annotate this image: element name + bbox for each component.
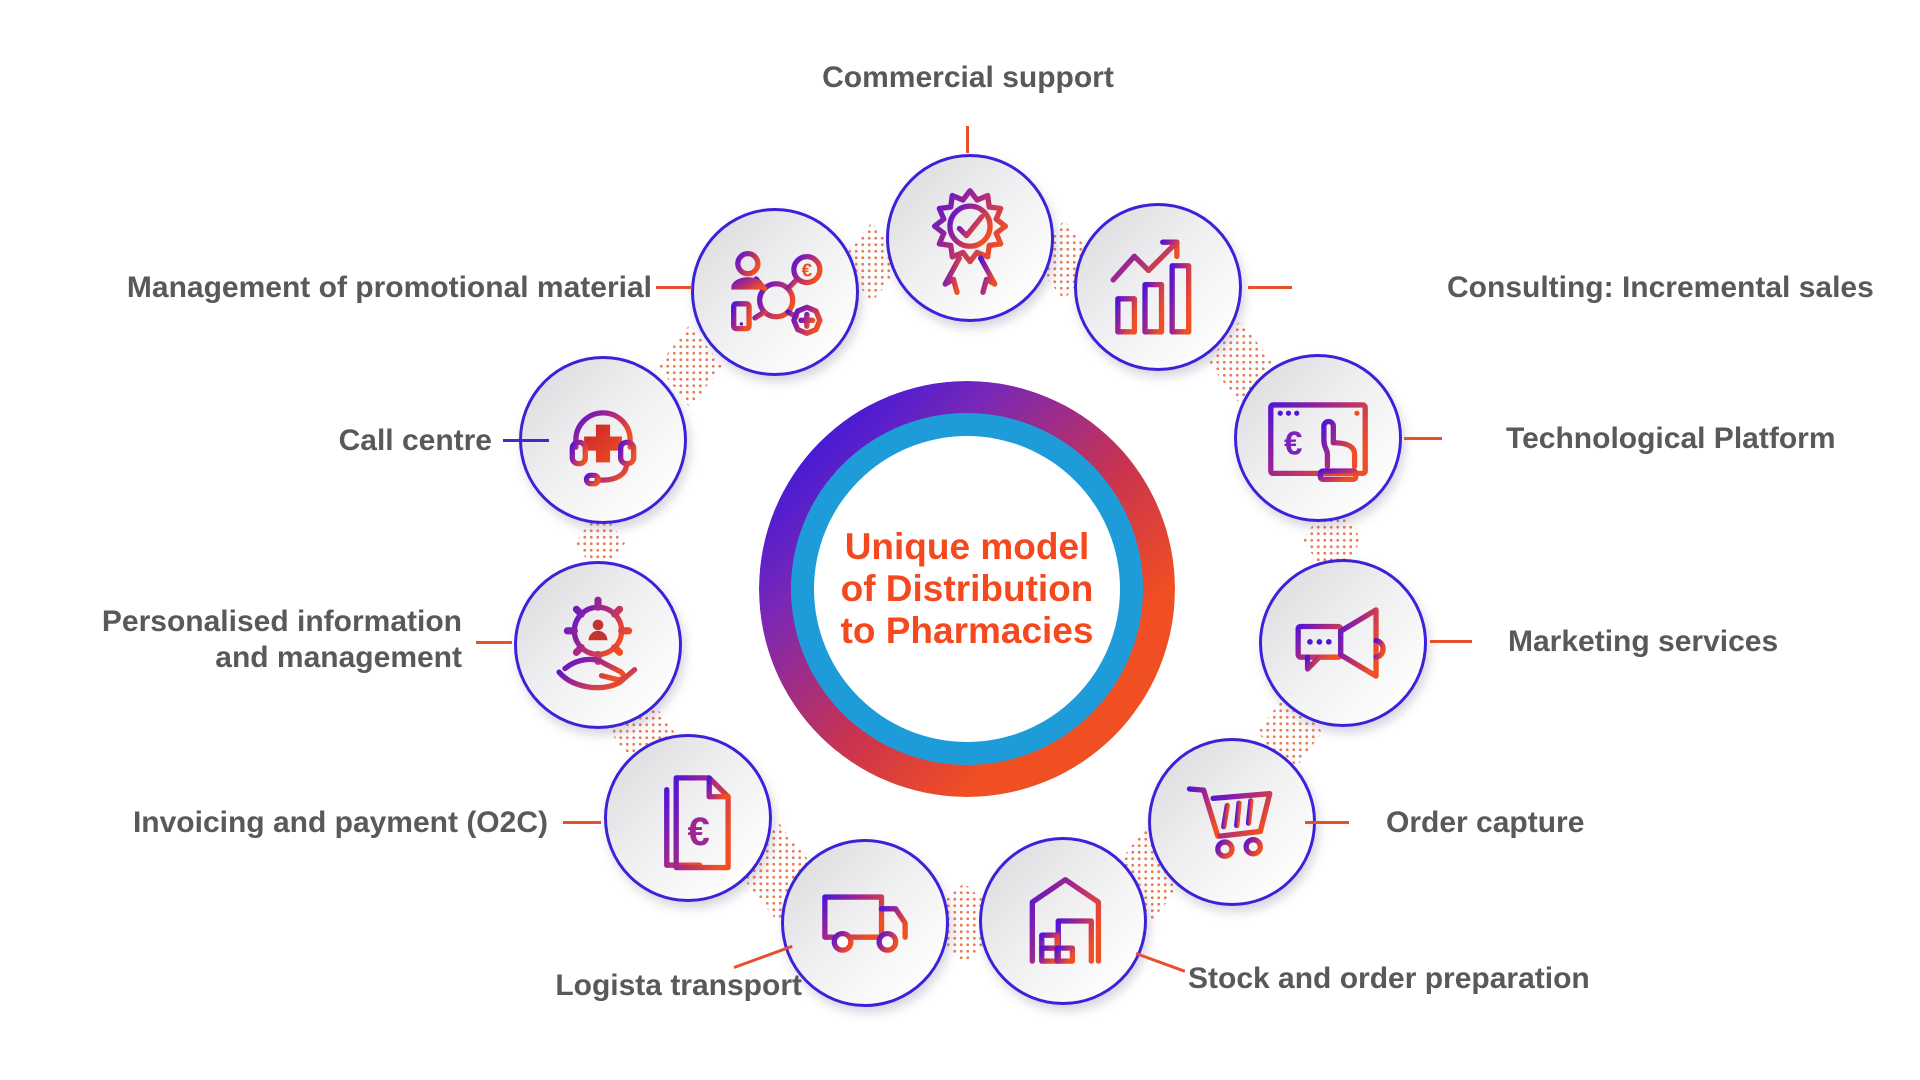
label-invoicing: Invoicing and payment (O2C) [132, 806, 548, 839]
node-invoicing-payment: € [604, 734, 772, 902]
svg-text:€: € [802, 260, 813, 281]
node-personalised-information [514, 561, 682, 729]
connector-technological-platform [1404, 437, 1442, 440]
node-marketing-services [1259, 559, 1427, 727]
megaphone-chat-icon [1284, 584, 1402, 702]
label-technological-platform: Technological Platform [1506, 422, 1836, 455]
label-personalised-information: Personalised information and management [62, 604, 462, 676]
svg-text:€: € [1284, 425, 1302, 462]
label-consulting: Consulting: Incremental sales [1447, 271, 1874, 304]
connector-order-capture [1305, 821, 1349, 824]
node-stock-preparation [979, 837, 1147, 1005]
person-euro-network-icon: € [716, 233, 834, 351]
label-promotional-material: Management of promotional material [126, 271, 652, 304]
label-stock-preparation: Stock and order preparation [1188, 962, 1590, 995]
connector-commercial-support [966, 126, 969, 153]
node-logista-transport [781, 839, 949, 1007]
label-marketing-services: Marketing services [1508, 625, 1779, 658]
node-consulting [1074, 203, 1242, 371]
label-order-capture: Order capture [1386, 806, 1585, 839]
node-technological-platform: € [1234, 354, 1402, 522]
connector-marketing-services [1430, 640, 1472, 643]
gear-person-hand-icon [539, 586, 657, 704]
delivery-truck-icon [806, 864, 924, 982]
connector-invoicing [563, 821, 601, 824]
label-logista-transport: Logista transport [555, 969, 802, 1002]
center-circle: Unique model of Distribution to Pharmaci… [814, 436, 1120, 742]
node-order-capture [1148, 738, 1316, 906]
center-title-line3: to Pharmacies [840, 610, 1094, 651]
connector-call-centre [503, 439, 549, 442]
svg-text:€: € [687, 809, 709, 854]
connector-consulting [1248, 286, 1292, 289]
label-call-centre: Call centre [338, 424, 492, 457]
invoice-euro-icon: € [629, 759, 747, 877]
node-commercial-support [886, 154, 1054, 322]
connector-promotional-material [656, 286, 692, 289]
connector-stock-preparation [1135, 952, 1186, 973]
shopping-cart-icon [1173, 763, 1291, 881]
award-ribbon-icon [911, 179, 1029, 297]
node-promotional-material: € [691, 208, 859, 376]
center-title-line1: Unique model [844, 526, 1090, 567]
connector-logista-transport [733, 944, 793, 969]
browser-euro-click-icon: € [1259, 379, 1377, 497]
headset-cross-icon [544, 381, 662, 499]
label-personalised-line2: and management [215, 641, 462, 674]
center-title-line2: of Distribution [840, 568, 1094, 609]
connector-personalised-information [476, 641, 512, 644]
warehouse-icon [1004, 862, 1122, 980]
label-personalised-line1: Personalised information [101, 605, 462, 638]
growth-chart-icon [1099, 228, 1217, 346]
label-commercial-support: Commercial support [822, 61, 1114, 94]
